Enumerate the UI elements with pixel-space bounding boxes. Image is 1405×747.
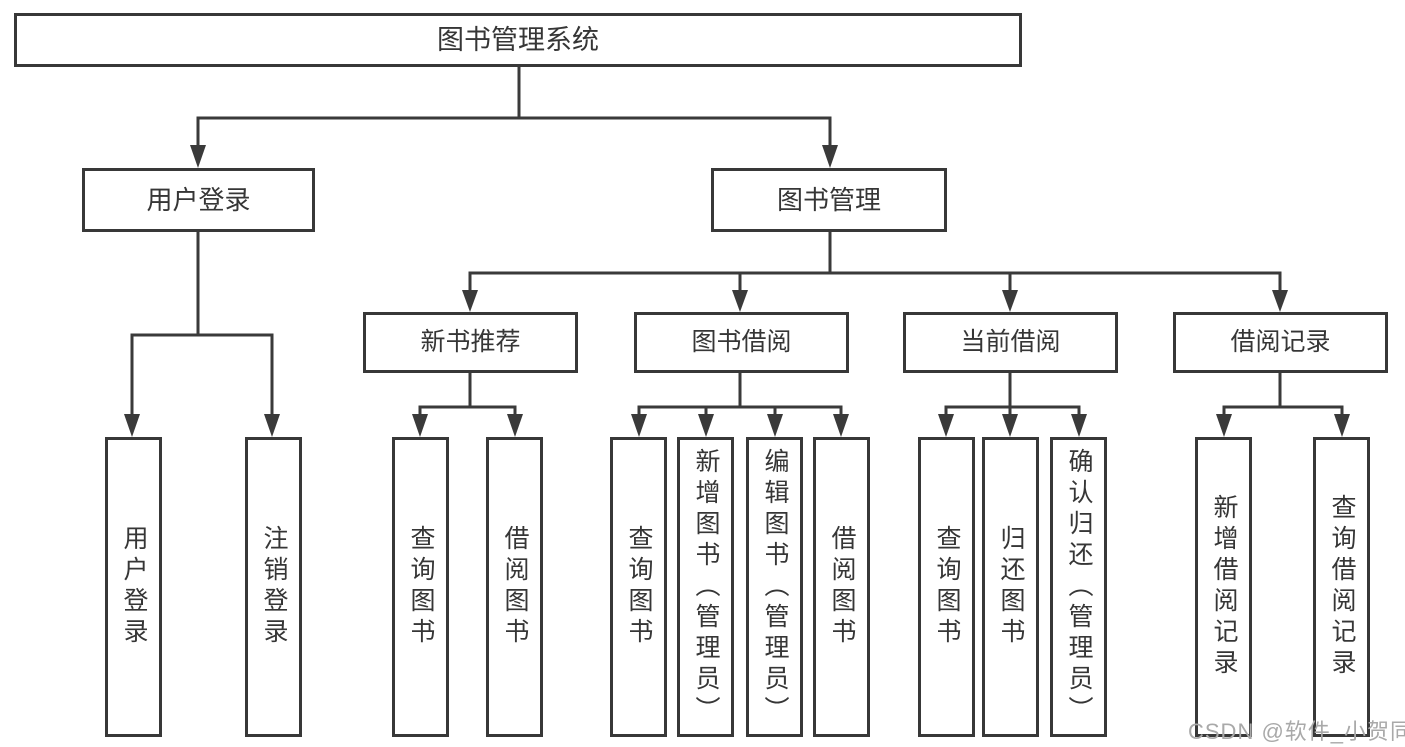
node-borrowing-records-label: 借阅记录 — [1230, 328, 1331, 356]
csdn-watermark: CSDN @软件_小贺同学 — [1188, 719, 1405, 744]
leaf-current-return-books-label: 归还图书 — [997, 525, 1025, 649]
node-root: 图书管理系统 — [14, 13, 1022, 67]
leaf-logout: 注销登录 — [245, 437, 302, 737]
leaf-borrowing-query-books: 查询图书 — [610, 437, 667, 737]
leaf-borrowing-edit-books-admin: 编辑图书（管理员） — [746, 437, 803, 737]
leaf-user-login-label: 用户登录 — [120, 525, 148, 649]
leaf-current-return-books: 归还图书 — [982, 437, 1039, 737]
leaf-borrowing-add-books-admin: 新增图书（管理员） — [677, 437, 734, 737]
leaf-borrowing-edit-books-admin-label: 编辑图书（管理员） — [761, 447, 789, 727]
node-book-borrowing: 图书借阅 — [634, 312, 849, 373]
leaf-borrowing-borrow-books: 借阅图书 — [813, 437, 870, 737]
leaf-newbooks-query-books: 查询图书 — [392, 437, 449, 737]
leaf-records-add-record: 新增借阅记录 — [1195, 437, 1252, 737]
leaf-records-query-record-label: 查询借阅记录 — [1328, 494, 1356, 680]
leaf-current-confirm-return-admin-label: 确认归还（管理员） — [1065, 447, 1093, 727]
node-user-login: 用户登录 — [82, 168, 315, 232]
leaf-logout-label: 注销登录 — [260, 525, 288, 649]
node-new-books: 新书推荐 — [363, 312, 578, 373]
leaf-newbooks-borrow-books: 借阅图书 — [486, 437, 543, 737]
leaf-borrowing-query-books-label: 查询图书 — [625, 525, 653, 649]
leaf-records-add-record-label: 新增借阅记录 — [1210, 494, 1238, 680]
node-root-label: 图书管理系统 — [437, 24, 599, 55]
node-current-borrowing: 当前借阅 — [903, 312, 1118, 373]
leaf-borrowing-borrow-books-label: 借阅图书 — [828, 525, 856, 649]
leaf-borrowing-add-books-admin-label: 新增图书（管理员） — [692, 447, 720, 727]
leaf-user-login: 用户登录 — [105, 437, 162, 737]
node-borrowing-records: 借阅记录 — [1173, 312, 1388, 373]
node-book-management: 图书管理 — [711, 168, 947, 232]
leaf-newbooks-borrow-books-label: 借阅图书 — [501, 525, 529, 649]
leaf-current-query-books: 查询图书 — [918, 437, 975, 737]
leaf-current-confirm-return-admin: 确认归还（管理员） — [1050, 437, 1107, 737]
node-book-borrowing-label: 图书借阅 — [691, 328, 792, 356]
leaf-current-query-books-label: 查询图书 — [933, 525, 961, 649]
node-book-management-label: 图书管理 — [776, 185, 881, 215]
node-user-login-label: 用户登录 — [146, 185, 251, 215]
node-current-borrowing-label: 当前借阅 — [960, 328, 1061, 356]
node-new-books-label: 新书推荐 — [420, 328, 521, 356]
leaf-records-query-record: 查询借阅记录 — [1313, 437, 1370, 737]
leaf-newbooks-query-books-label: 查询图书 — [407, 525, 435, 649]
